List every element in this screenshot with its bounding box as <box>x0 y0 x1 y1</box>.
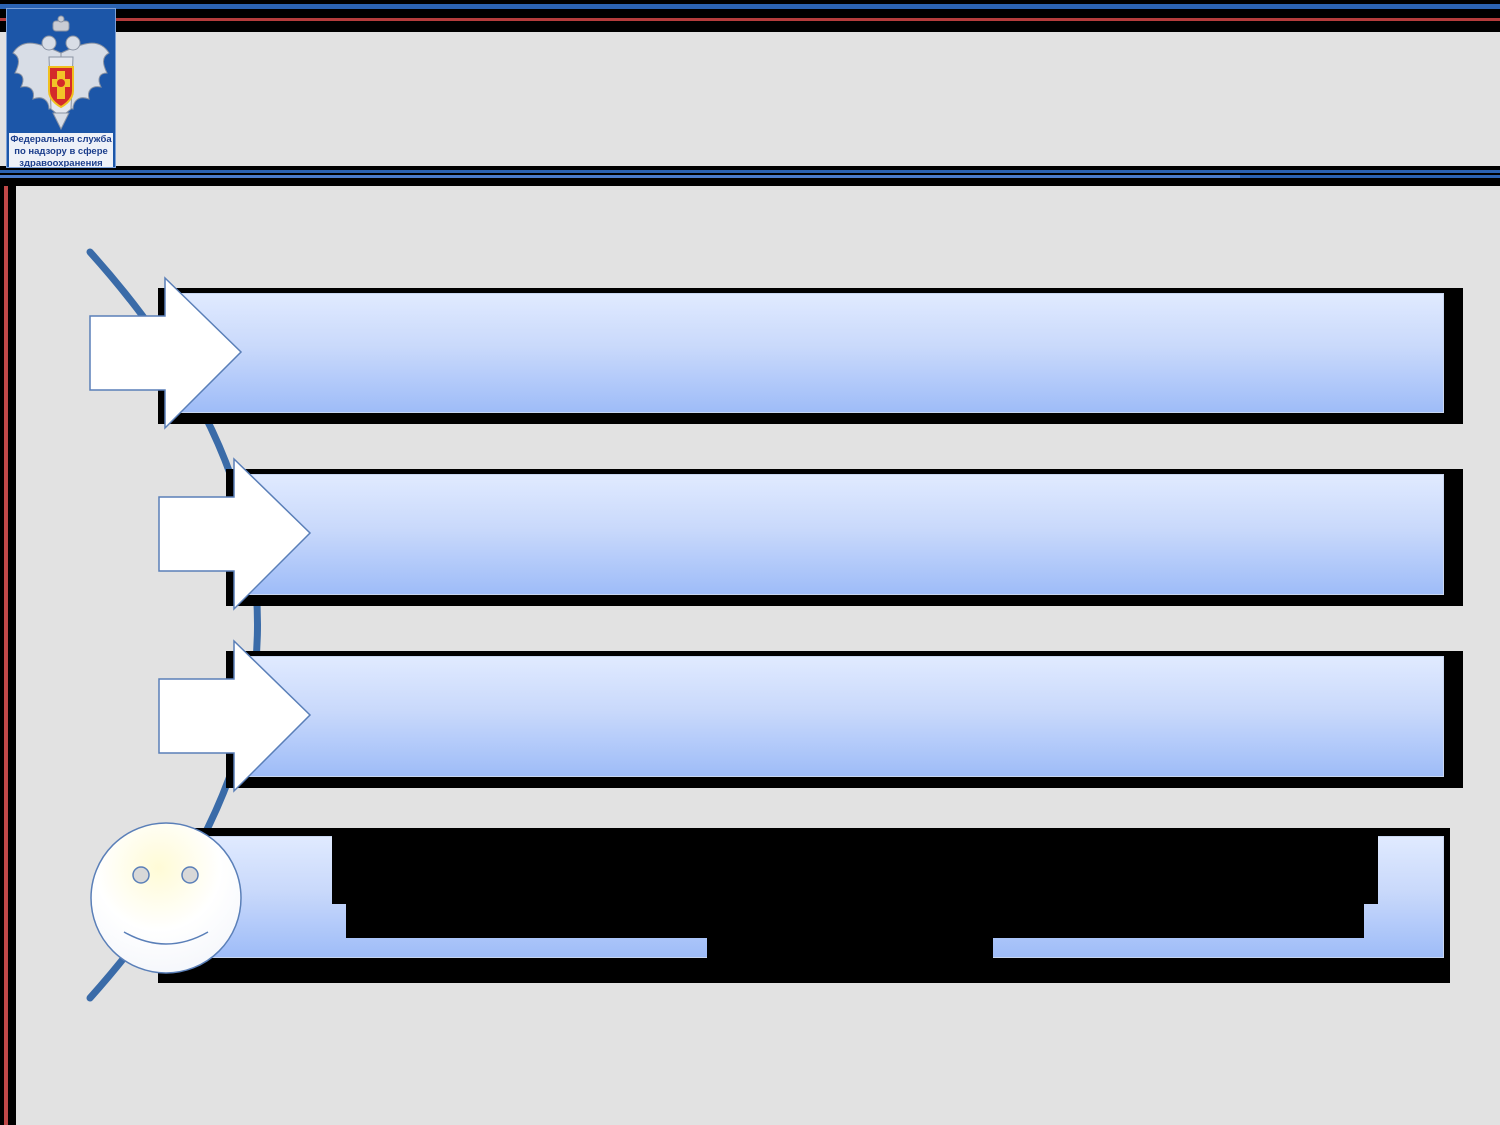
double-headed-eagle-emblem <box>12 15 110 131</box>
list-item-text <box>237 657 1443 697</box>
header-top-stripes <box>0 0 1500 32</box>
agency-logo: Федеральная служба по надзору в сфере зд… <box>6 8 116 168</box>
list-item-2 <box>236 474 1444 595</box>
list-item-text <box>237 475 1443 515</box>
list-item-1 <box>166 293 1444 413</box>
logo-caption-line: здравоохранения <box>19 158 103 167</box>
left-rule <box>0 186 16 1125</box>
smiley-face-icon <box>90 822 242 974</box>
list-item-text <box>346 836 1364 936</box>
arrow-right-icon <box>89 276 243 430</box>
logo-caption-line: Федеральная служба <box>10 134 112 145</box>
text-block <box>707 930 993 960</box>
list-item-3 <box>236 656 1444 777</box>
text-block <box>332 830 1378 904</box>
logo-caption: Федеральная служба по надзору в сфере зд… <box>9 133 113 167</box>
list-item-text <box>167 294 1443 334</box>
logo-caption-line: по надзору в сфере <box>14 146 108 157</box>
header-bottom-stripes <box>0 166 1500 186</box>
arrow-right-icon <box>158 457 312 611</box>
arrow-right-icon <box>158 639 312 793</box>
